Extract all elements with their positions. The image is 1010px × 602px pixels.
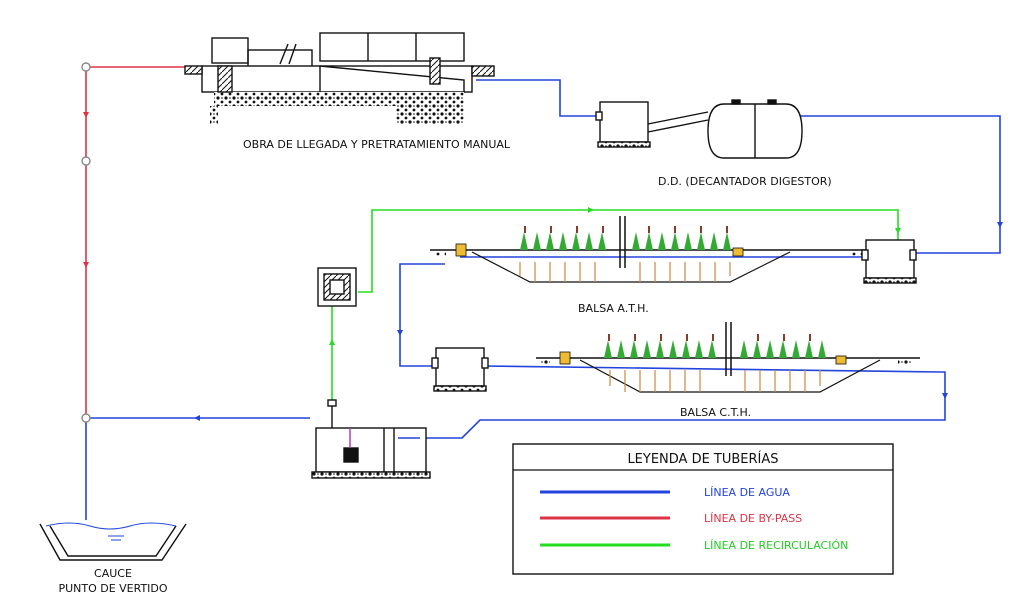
basin-cth [536, 322, 920, 393]
pretreatment-label: OBRA DE LLEGADA Y PRETRATAMIENTO MANUAL [243, 138, 511, 151]
bypass-junction-top [81, 62, 91, 72]
recirculation-line [329, 207, 901, 405]
bypass-line [83, 66, 210, 418]
legend-label-water: LÍNEA DE AGUA [704, 486, 790, 499]
basin-cth-label: BALSA C.T.H. [680, 406, 751, 419]
recirculation-chamber [317, 267, 357, 307]
legend-label-bypass: LÍNEA DE BY-PASS [704, 512, 802, 525]
basin-ath-label: BALSA A.T.H. [578, 302, 649, 315]
digester [595, 99, 803, 159]
legend-frame [512, 443, 894, 575]
digester-label: D.D. (DECANTADOR DIGESTOR) [658, 175, 832, 188]
legend-label-recirculation: LÍNEA DE RECIRCULACIÓN [704, 539, 848, 552]
pumping-well [311, 399, 431, 479]
basin-ath [430, 216, 870, 283]
outfall-channel [39, 522, 187, 561]
tank-ath-inlet [861, 239, 917, 284]
bypass-junction-bottom [81, 413, 91, 423]
legend: LEYENDA DE TUBERÍAS LÍNEA DE AGUA LÍNEA … [512, 443, 894, 575]
outfall-label-line2: PUNTO DE VERTIDO [58, 582, 167, 595]
pretreatment-structure [184, 32, 495, 124]
bypass-junction-mid [81, 156, 91, 166]
tank-cth-inlet [431, 347, 489, 392]
legend-title: LEYENDA DE TUBERÍAS [627, 451, 778, 467]
outfall-label-line1: CAUCE [94, 567, 132, 580]
